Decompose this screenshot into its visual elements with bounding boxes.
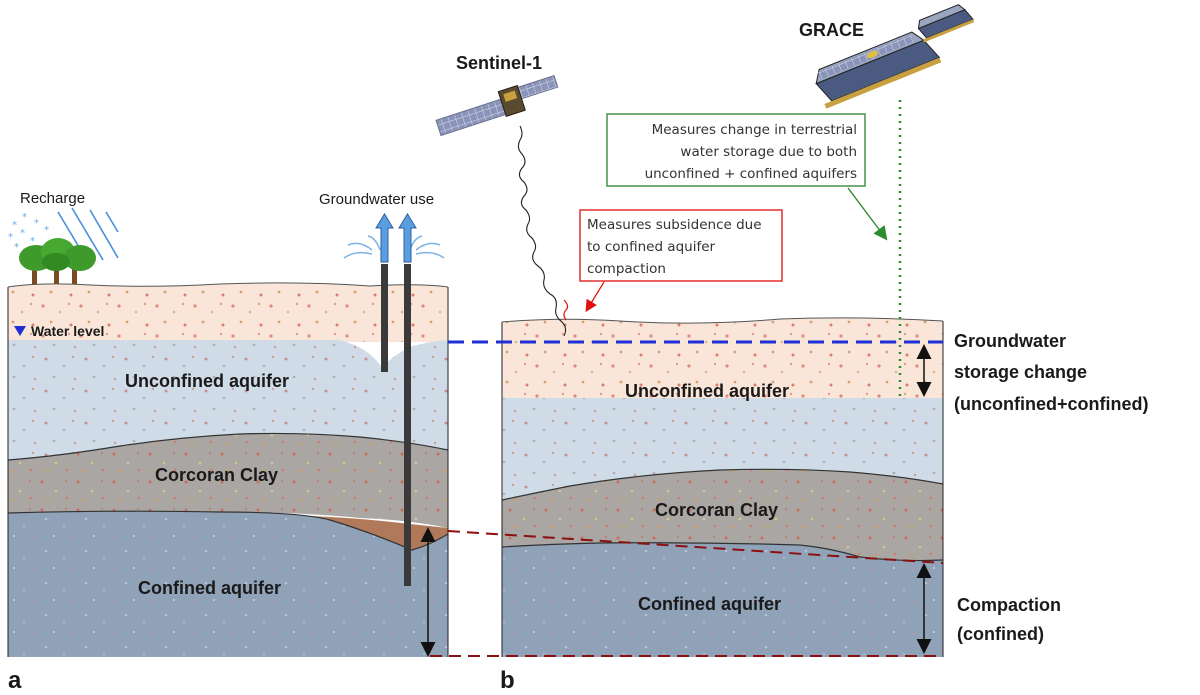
sentinel-satellite-icon <box>435 74 559 137</box>
tree-icon <box>19 238 96 284</box>
grace-callout-line-2: water storage due to both <box>680 144 857 160</box>
panel-b-letter: b <box>500 667 515 694</box>
water-level-marker-icon <box>14 326 26 336</box>
svg-text:*: * <box>8 232 13 243</box>
water-level-label: Water level <box>31 323 104 339</box>
panel-a-letter: a <box>8 667 22 694</box>
groundwater-use-label: Groundwater use <box>319 191 434 208</box>
groundwater-use-arrow-icon <box>398 213 417 263</box>
svg-text:*: * <box>34 218 39 229</box>
grace-callout-line-3: unconfined + confined aquifers <box>645 166 857 182</box>
svg-text:*: * <box>12 220 17 231</box>
panel-a-unconfined-label: Unconfined aquifer <box>125 371 289 391</box>
panel-b-confined-label: Confined aquifer <box>638 594 781 614</box>
panel-a-clay-label: Corcoran Clay <box>155 465 278 485</box>
svg-text:*: * <box>20 228 25 239</box>
grace-satellite-icon <box>815 4 975 109</box>
sentinel-signal-line <box>517 125 567 337</box>
grace-callout: Measures change in terrestrial water sto… <box>606 113 888 241</box>
sentinel-label: Sentinel-1 <box>456 53 542 73</box>
panel-a: *** *** *** Recharge Groundwater use Wat… <box>7 190 449 694</box>
storage-change-label-line-1: Groundwater <box>954 331 1066 351</box>
compaction-label-line-1: Compaction <box>957 595 1061 615</box>
recharge-label: Recharge <box>20 190 85 207</box>
groundwater-use-arrow-icon <box>375 213 394 263</box>
storage-change-label-line-2: storage change <box>954 362 1087 382</box>
svg-text:*: * <box>44 225 49 236</box>
svg-text:*: * <box>22 212 27 223</box>
panel-a-confined-label: Confined aquifer <box>138 578 281 598</box>
panel-b-clay-label: Corcoran Clay <box>655 500 778 520</box>
grace-label: GRACE <box>799 20 864 40</box>
sentinel-callout-line-2: to confined aquifer <box>587 239 716 255</box>
sentinel-callout-line-1: Measures subsidence due <box>587 217 762 233</box>
svg-text:*: * <box>14 242 19 253</box>
shallow-well <box>381 264 388 372</box>
sentinel-callout: Measures subsidence due to confined aqui… <box>579 209 783 313</box>
compaction-label-line-2: (confined) <box>957 624 1044 644</box>
sentinel-callout-line-3: compaction <box>587 261 666 277</box>
panel-b: Unconfined aquifer Corcoran Clay Confine… <box>500 317 944 694</box>
panel-b-unconfined-label: Unconfined aquifer <box>625 381 789 401</box>
deep-well <box>404 264 411 586</box>
svg-text:*: * <box>30 236 35 247</box>
grace-callout-line-1: Measures change in terrestrial <box>652 122 857 138</box>
storage-change-label-line-3: (unconfined+confined) <box>954 394 1148 414</box>
clay-base-dashed-line <box>447 530 944 564</box>
water-spray-icon <box>343 235 445 259</box>
